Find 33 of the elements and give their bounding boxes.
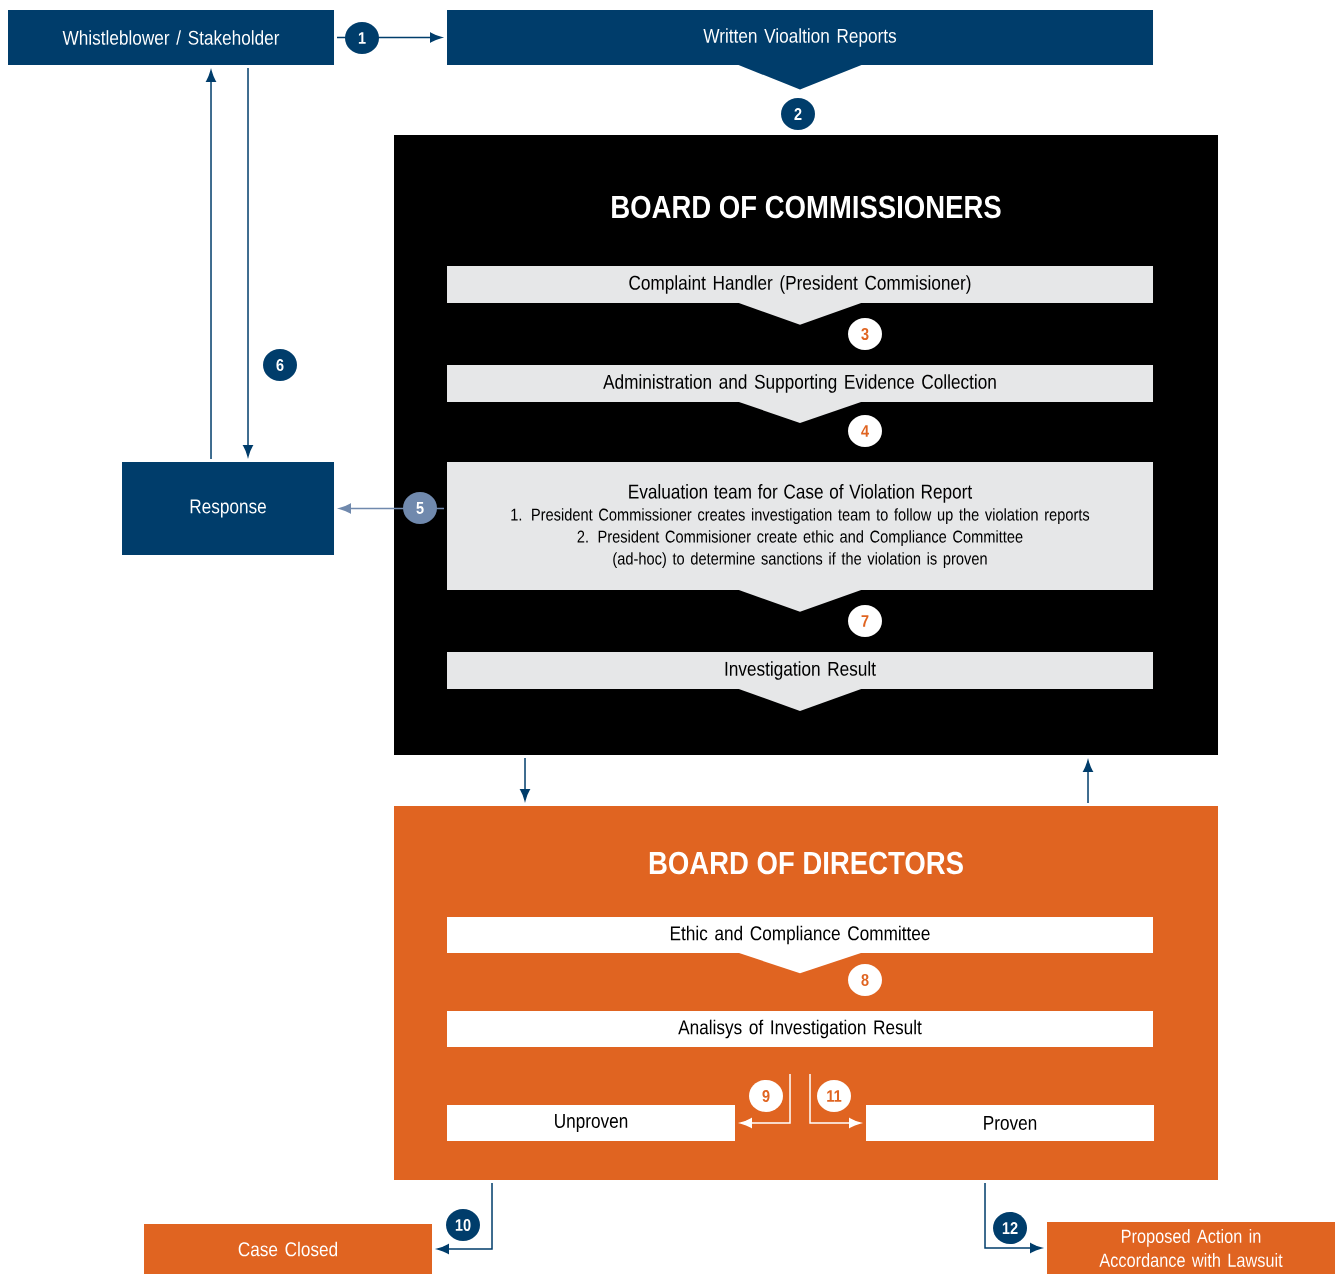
process-box: Proposed Action in Accordance with Lawsuit xyxy=(1047,1222,1335,1274)
step-badge: 9 xyxy=(749,1080,783,1112)
process-box: Proven xyxy=(866,1105,1154,1141)
process-box: Unproven xyxy=(447,1105,735,1141)
arrow xyxy=(206,70,216,460)
arrow xyxy=(1083,760,1093,804)
step-badge: 1 xyxy=(345,22,379,54)
step-badge: 4 xyxy=(848,415,882,447)
process-box: Whistleblower / Stakeholder xyxy=(8,10,334,65)
step-badge: 8 xyxy=(848,964,882,996)
chevron-arrow xyxy=(736,952,864,974)
arrow xyxy=(984,1182,1042,1253)
arrow xyxy=(520,757,530,801)
process-box: Case Closed xyxy=(144,1224,432,1274)
step-badge: 5 xyxy=(403,492,437,524)
arrow xyxy=(809,1073,861,1128)
chevron-arrow xyxy=(736,589,864,612)
chevron-arrow xyxy=(736,688,864,711)
step-badge: 2 xyxy=(781,98,815,130)
chevron-arrow xyxy=(736,401,864,423)
chevron-arrow xyxy=(736,64,864,90)
step-badge: 6 xyxy=(263,349,297,381)
process-box: Response xyxy=(122,462,334,555)
step-badge: 3 xyxy=(848,318,882,350)
step-badge: 11 xyxy=(817,1080,851,1112)
arrow xyxy=(243,67,253,457)
arrow xyxy=(437,1182,493,1254)
arrow xyxy=(740,1073,791,1128)
step-badge: 12 xyxy=(993,1212,1027,1244)
process-box: Analisys of Investigation Result xyxy=(447,1011,1153,1047)
step-badge: 7 xyxy=(848,605,882,637)
step-badge: 10 xyxy=(446,1209,480,1241)
chevron-arrow xyxy=(736,302,864,325)
